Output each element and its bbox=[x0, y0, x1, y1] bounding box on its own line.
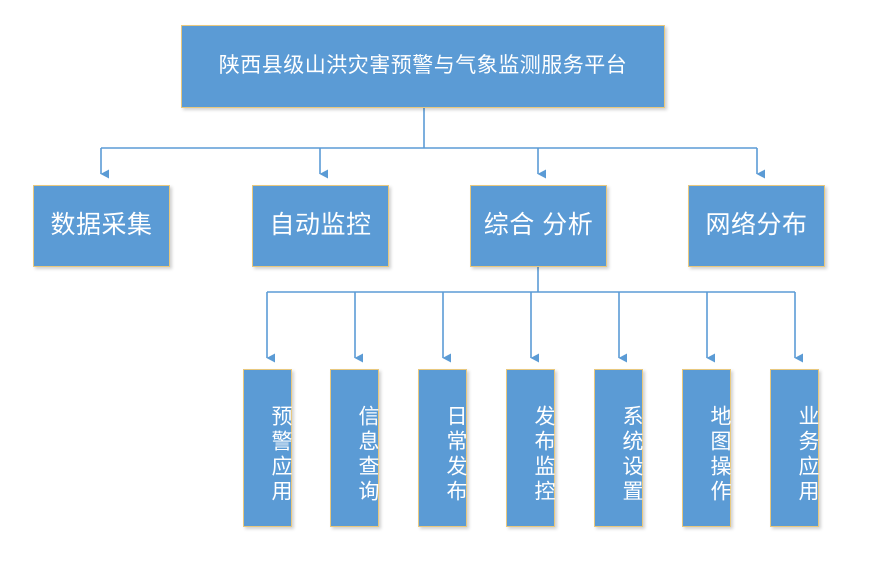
node-level3-release-monitoring[interactable]: 发布监控 bbox=[506, 369, 555, 527]
node-level2-comprehensive-analysis[interactable]: 综合 分析 bbox=[470, 185, 607, 267]
node-label: 数据采集 bbox=[50, 211, 153, 240]
node-level3-map-operation[interactable]: 地图操作 bbox=[682, 369, 731, 527]
node-level3-daily-release[interactable]: 日常发布 bbox=[418, 369, 467, 527]
node-level3-information-query[interactable]: 信息查询 bbox=[330, 369, 379, 527]
node-label: 自动监控 bbox=[269, 211, 372, 240]
node-label: 信息查询 bbox=[356, 405, 379, 505]
node-label: 预警应用 bbox=[269, 405, 292, 505]
node-label: 陕西县级山洪灾害预警与气象监测服务平台 bbox=[218, 54, 628, 78]
node-label: 系统设置 bbox=[620, 405, 643, 505]
node-level2-data-collection[interactable]: 数据采集 bbox=[33, 185, 170, 267]
node-label: 日常发布 bbox=[444, 405, 467, 505]
node-label: 综合 分析 bbox=[483, 211, 594, 240]
node-level3-business-application[interactable]: 业务应用 bbox=[770, 369, 819, 527]
node-label: 地图操作 bbox=[708, 405, 731, 505]
node-label: 网络分布 bbox=[705, 211, 808, 240]
node-label: 业务应用 bbox=[796, 405, 819, 505]
node-label: 发布监控 bbox=[532, 405, 555, 505]
node-level3-warning-application[interactable]: 预警应用 bbox=[243, 369, 292, 527]
node-level2-network-distribution[interactable]: 网络分布 bbox=[688, 185, 825, 267]
node-level2-auto-monitoring[interactable]: 自动监控 bbox=[252, 185, 389, 267]
node-title-platform[interactable]: 陕西县级山洪灾害预警与气象监测服务平台 bbox=[181, 25, 665, 108]
node-level3-system-settings[interactable]: 系统设置 bbox=[594, 369, 643, 527]
